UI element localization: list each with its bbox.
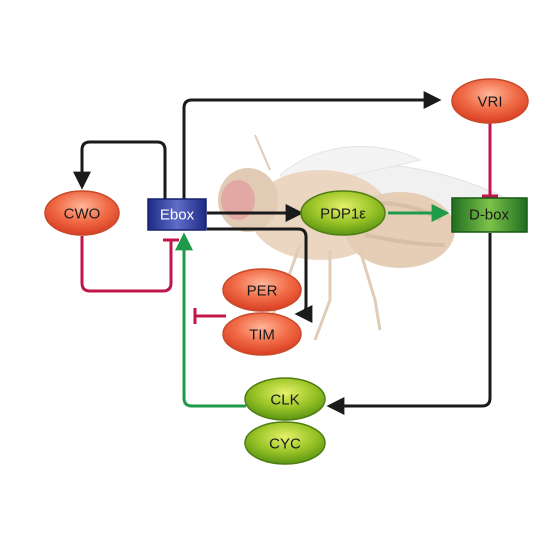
node-cwo: CWO — [44, 190, 120, 236]
node-cwo-label: CWO — [64, 206, 101, 223]
node-clk-label: CLK — [270, 392, 299, 409]
edge-cwo-represses-ebox — [80, 236, 173, 293]
node-per-label: PER — [247, 283, 278, 300]
node-pdp1e: PDP1ε — [300, 190, 386, 236]
edge-ebox-to-vri — [182, 91, 442, 200]
node-tim-label: TIM — [249, 327, 275, 344]
node-pdp1e-label: PDP1ε — [320, 206, 366, 223]
node-per: PER — [222, 268, 302, 312]
edge-dbox-to-clk — [326, 233, 492, 415]
node-cyc-label: CYC — [269, 436, 301, 453]
edge-ebox-to-per-tim — [207, 227, 313, 323]
node-dbox-label: D-box — [469, 207, 510, 224]
node-vri: VRI — [451, 78, 529, 124]
node-dbox: D-box — [451, 197, 528, 233]
node-vri-label: VRI — [477, 94, 502, 111]
edge-ebox-to-cwo — [73, 140, 167, 200]
node-clk: CLK — [244, 377, 326, 421]
edge-clk-cyc-to-ebox — [175, 232, 246, 408]
node-ebox: Ebox — [147, 198, 207, 231]
node-cyc: CYC — [244, 421, 326, 465]
node-tim: TIM — [222, 312, 302, 356]
node-ebox-label: Ebox — [160, 207, 195, 224]
